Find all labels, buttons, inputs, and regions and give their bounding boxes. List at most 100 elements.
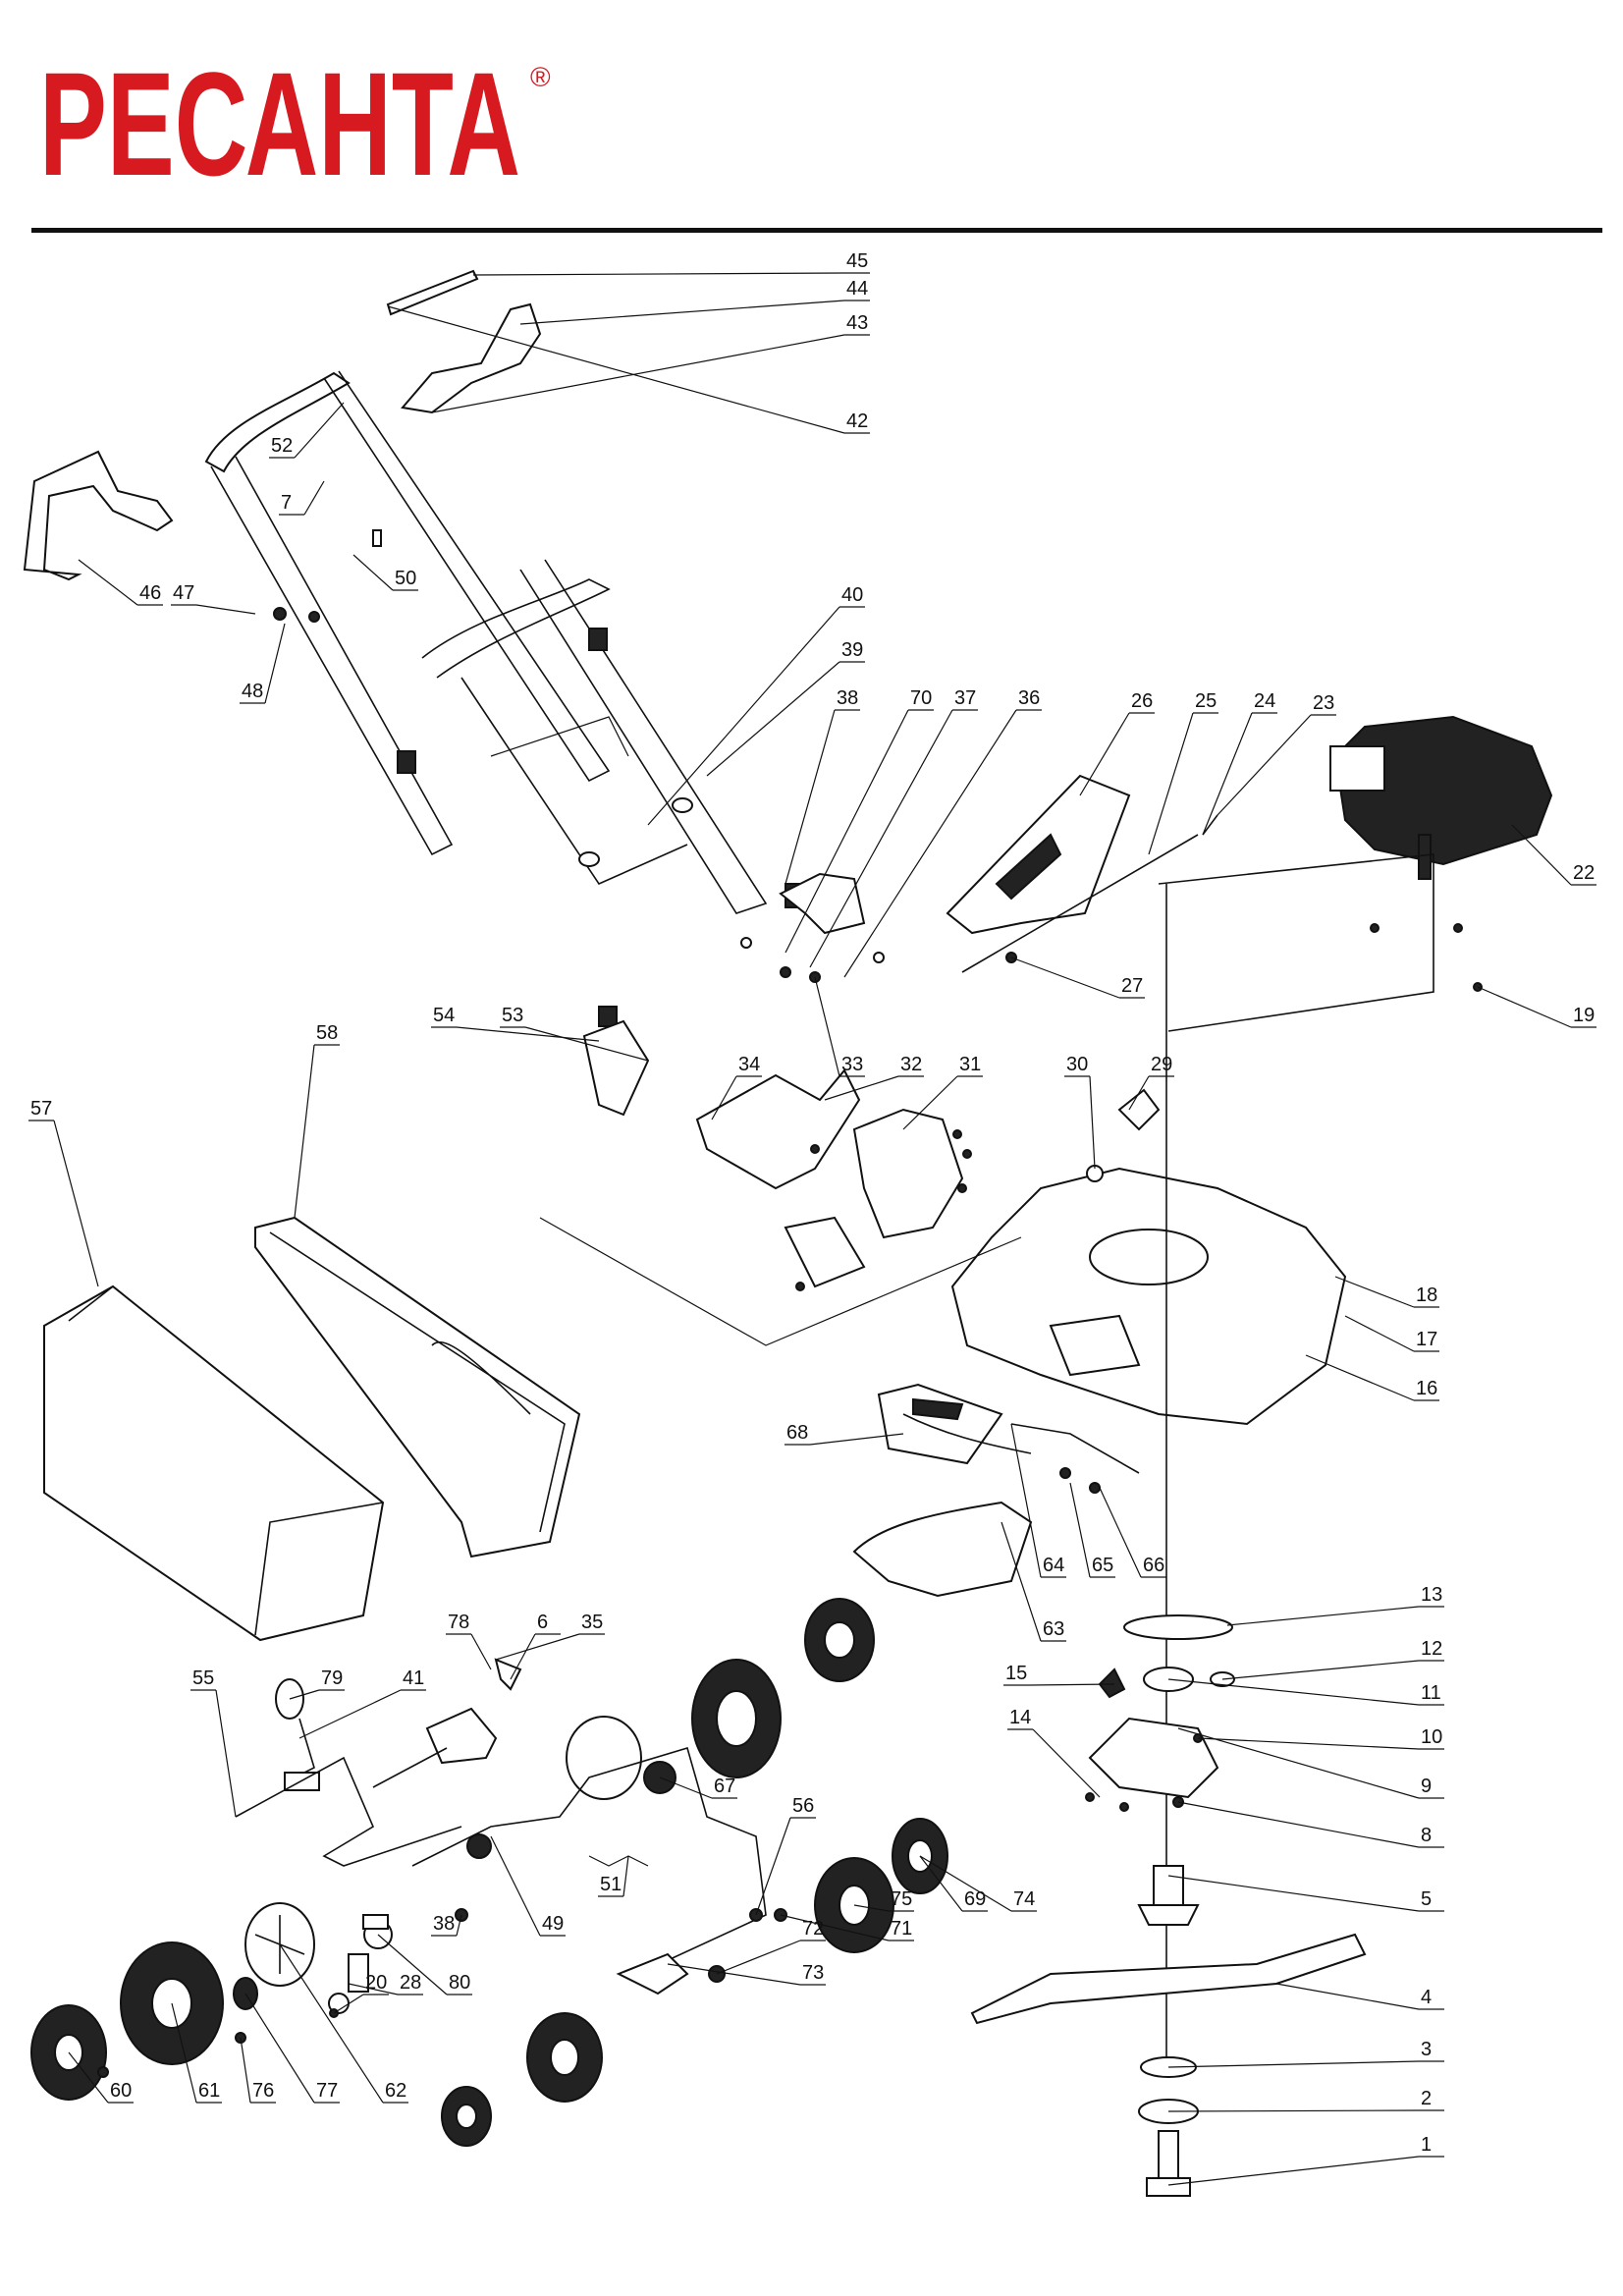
callout-label-9: 9 [1421,1776,1432,1797]
handle-assembly [23,269,804,1027]
callout-leader-68 [809,1433,904,1446]
callout-leader-51 [622,1855,629,1897]
callout-leader-61 [171,2002,197,2104]
callout-leader-49 [490,1835,541,1937]
callout-leader-9 [1177,1727,1420,1799]
callout-label-25: 25 [1195,690,1217,712]
callout-leader-72 [716,1940,801,1975]
callout-label-44: 44 [846,278,868,300]
callout-label-52: 52 [271,435,293,457]
grass-catcher [43,1216,581,1642]
callout-leader-52 [294,402,345,459]
callout-label-24: 24 [1254,690,1275,712]
callout-leader-17 [1344,1315,1415,1352]
header-divider [31,228,1602,233]
callout-label-23: 23 [1313,692,1334,714]
callout-label-65: 65 [1092,1555,1113,1576]
callout-leader-19 [1477,986,1572,1028]
callout-leader-57 [53,1120,99,1287]
callout-label-34: 34 [738,1054,760,1075]
callout-leader-5 [1167,1875,1420,1912]
callout-leader-56 [755,1817,791,1916]
callout-label-33: 33 [841,1054,863,1075]
callout-leader-39 [706,661,840,777]
callout-label-4: 4 [1421,1987,1432,2008]
callout-label-6: 6 [537,1612,548,1633]
callout-leader-75 [853,1904,890,1912]
callout-leader-24 [1202,712,1253,836]
callout-leader-55 [215,1689,237,1818]
callout-label-68: 68 [786,1422,808,1444]
callout-leader-41 [298,1689,402,1739]
callout-label-50: 50 [395,568,416,589]
callout-leader-65 [1069,1482,1091,1578]
drive-and-wheels [30,1598,948,2147]
callout-label-13: 13 [1421,1584,1442,1606]
callout-label-18: 18 [1416,1285,1437,1306]
callout-label-69: 69 [964,1888,986,1910]
callout-label-66: 66 [1143,1555,1164,1576]
callout-leader-44 [519,300,845,325]
engine [1329,715,1553,992]
callout-label-56: 56 [792,1795,814,1817]
callout-leader-66 [1099,1487,1142,1578]
callout-label-29: 29 [1151,1054,1172,1075]
callout-leader-7 [303,480,325,516]
callout-leader-30 [1089,1075,1096,1170]
callout-leader-50 [352,554,394,591]
callout-label-43: 43 [846,312,868,334]
callout-label-75: 75 [891,1888,912,1910]
callout-label-48: 48 [242,681,263,702]
callout-leader-70 [784,709,909,954]
callout-leader-77 [244,1993,315,2104]
callout-leader-22 [1511,824,1572,886]
callout-label-12: 12 [1421,1638,1442,1660]
callout-label-38: 38 [837,687,858,709]
callout-leader-15 [1028,1683,1115,1686]
callout-leader-58 [294,1044,315,1219]
callout-label-7: 7 [281,492,292,514]
callout-leader-18 [1334,1276,1415,1308]
callout-leader-14 [1032,1728,1101,1798]
callout-leader-35 [495,1633,580,1661]
callout-leader-42 [387,305,845,434]
callout-label-41: 41 [403,1667,424,1689]
callout-label-67: 67 [714,1776,735,1797]
callout-leader-46 [78,559,138,606]
callout-label-2: 2 [1421,2088,1432,2109]
callout-leader-12 [1221,1660,1420,1680]
callout-leader-26 [1079,712,1130,796]
callout-label-11: 11 [1421,1682,1441,1704]
callout-label-31: 31 [959,1054,981,1075]
callout-label-36: 36 [1018,687,1040,709]
callout-leader-34 [711,1075,737,1121]
callout-leader-11 [1167,1678,1420,1706]
callout-leader-45 [472,272,845,276]
callout-leader-53 [524,1026,649,1062]
callout-label-3: 3 [1421,2039,1432,2060]
callout-label-10: 10 [1421,1726,1442,1748]
callout-leader-10 [1197,1737,1420,1750]
callout-leader-32 [824,1075,899,1101]
callout-label-71: 71 [891,1918,912,1940]
callout-label-57: 57 [30,1098,52,1120]
callout-leader-54 [456,1026,600,1042]
callout-label-1: 1 [1421,2134,1432,2156]
callout-label-15: 15 [1005,1663,1027,1684]
callout-label-37: 37 [954,687,976,709]
mower-deck [539,853,1434,2072]
callout-label-55: 55 [192,1667,214,1689]
brand-name: РЕСАНТА [39,49,520,196]
callout-label-35: 35 [581,1612,603,1633]
registered-mark: ® [530,62,551,92]
callout-leader-1 [1167,2156,1420,2186]
throttle-and-covers [740,774,1218,983]
blade-assembly [970,1614,1367,2197]
callout-label-74: 74 [1013,1888,1035,1910]
callout-label-72: 72 [802,1918,824,1940]
callout-leader-79 [289,1689,320,1700]
callout-label-53: 53 [502,1005,523,1026]
callout-label-5: 5 [1421,1888,1432,1910]
callout-leader-2 [1167,2109,1420,2112]
callout-leader-43 [431,334,845,413]
